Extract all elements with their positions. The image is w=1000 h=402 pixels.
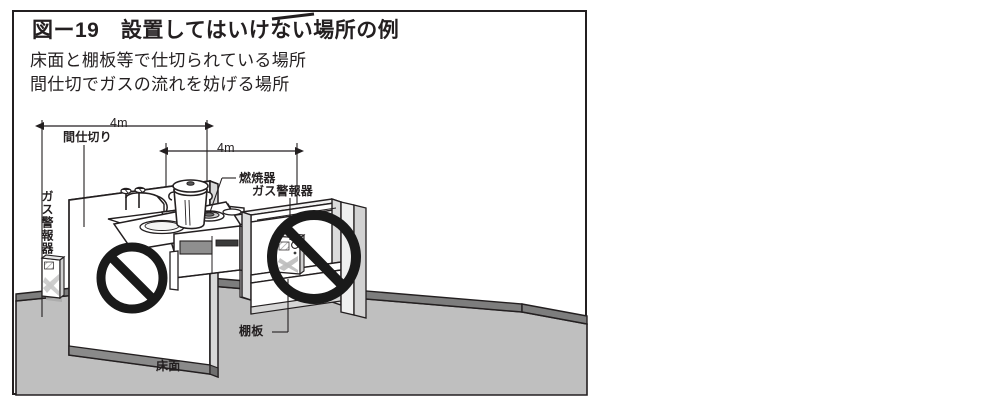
ceiling-edge-line xyxy=(271,12,315,21)
label-floor: 床面 xyxy=(156,359,181,373)
figure-frame: 図ー19 設置してはいけない場所の例 床面と棚板等で仕切られている場所 間仕切で… xyxy=(12,10,588,396)
figure-subtitle-line-1: 床面と棚板等で仕切られている場所 xyxy=(30,51,307,70)
cooking-pot xyxy=(168,179,213,230)
dimension-label-left: 4m xyxy=(110,116,128,130)
label-burner: 燃焼器 xyxy=(239,171,276,185)
gas-alarm-left xyxy=(40,254,66,302)
faucet xyxy=(120,186,168,213)
label-gas-alarm-right: ガス警報器 xyxy=(252,184,314,198)
label-partition: 間仕切り xyxy=(63,130,112,144)
prohibition-sign-left xyxy=(96,242,168,314)
label-shelf-board: 棚板 xyxy=(239,324,264,338)
prohibition-sign-right xyxy=(267,210,361,304)
illustration-canvas xyxy=(15,12,588,396)
label-gas-alarm-left: ガス警報器 xyxy=(40,190,54,255)
dimension-label-right: 4m xyxy=(217,141,235,155)
figure-title: 図ー19 設置してはいけない場所の例 xyxy=(32,19,400,42)
figure-subtitle-line-2: 間仕切でガスの流れを妨げる場所 xyxy=(30,75,290,94)
